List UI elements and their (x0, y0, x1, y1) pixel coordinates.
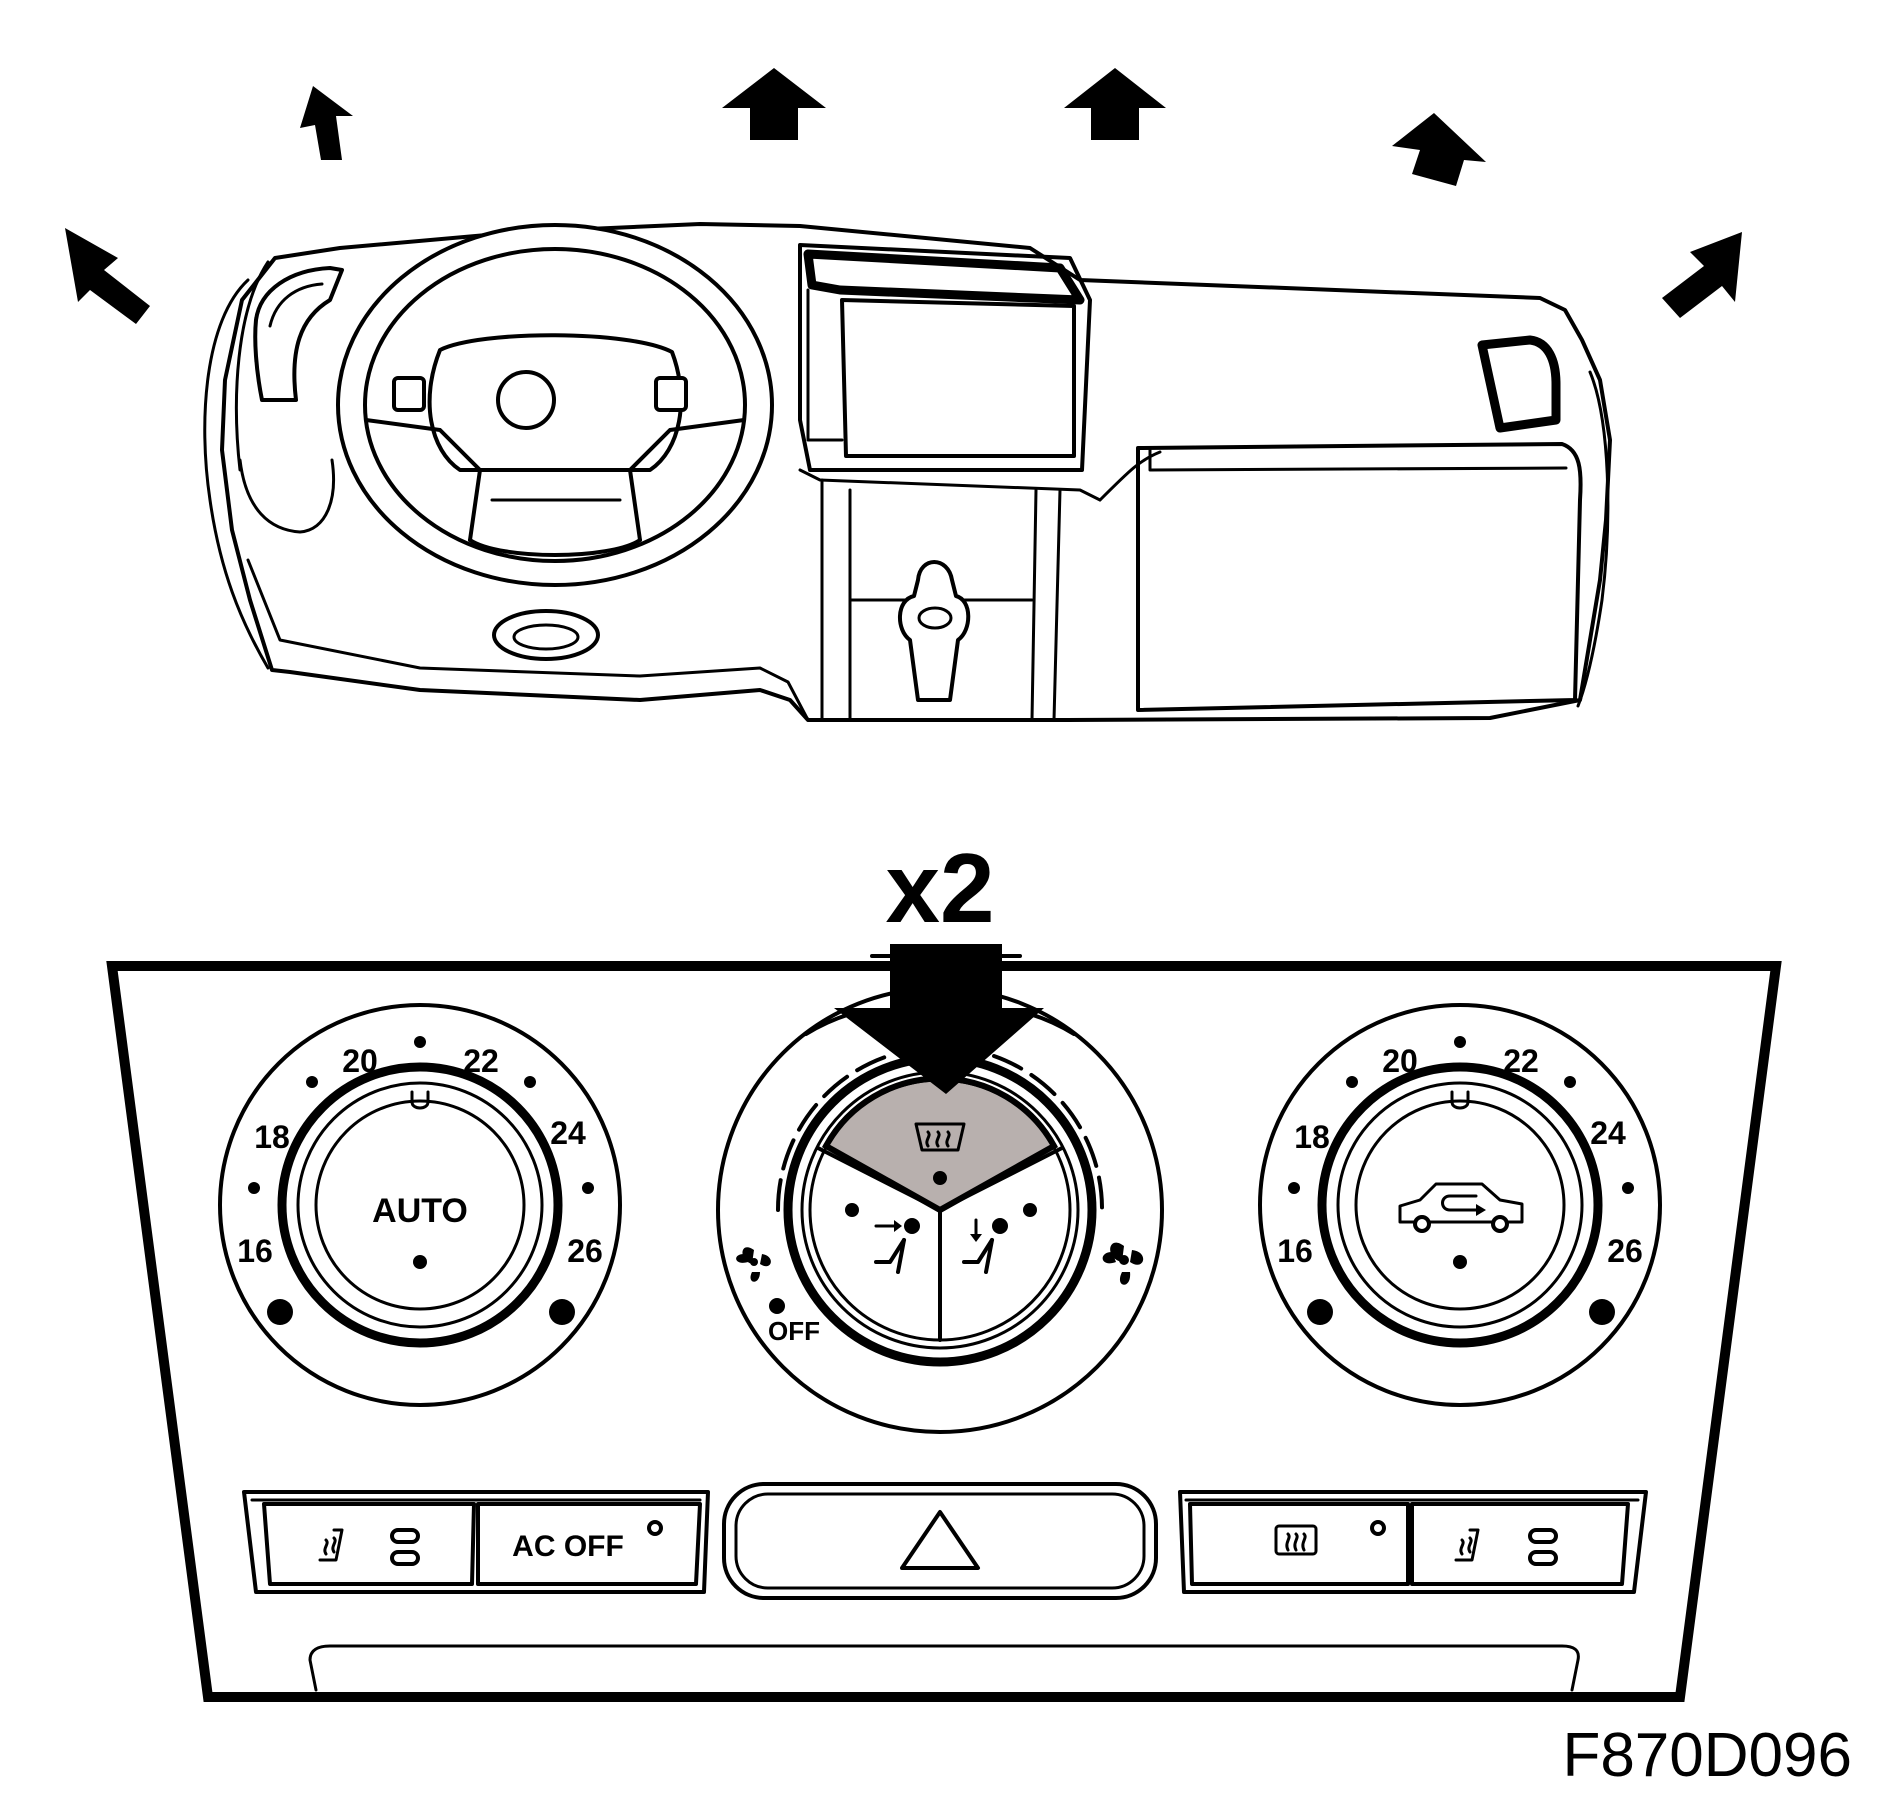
seat-heater-icon (1454, 1528, 1480, 1562)
scale-label-24: 24 (550, 1115, 586, 1151)
ac-off-indicator (647, 1520, 663, 1536)
left-dial-knob-label: AUTO (372, 1192, 468, 1230)
airflow-arrow-icon (1662, 232, 1742, 318)
steering-wheel (336, 223, 774, 661)
scale-label-22: 22 (463, 1043, 499, 1079)
dashboard-left-end-inner (234, 260, 270, 472)
right-side-vent (1477, 335, 1561, 433)
scale-label-26: 26 (567, 1233, 603, 1269)
airflow-arrow-icon (1392, 113, 1486, 186)
left-temperature-dial[interactable]: AUTO 16 18 20 22 24 26 (218, 1003, 622, 1407)
windshield-defrost-icon (914, 1122, 966, 1152)
center-display (803, 249, 1085, 305)
center-stack (798, 243, 1102, 722)
airflow-arrow-icon (1064, 68, 1166, 140)
fan-high-icon (1102, 1242, 1144, 1285)
ac-off-button[interactable]: AC OFF (476, 1502, 702, 1586)
scale-label-16: 16 (237, 1233, 273, 1269)
dashboard-left-end (203, 278, 270, 670)
left-knee-bolster (238, 458, 335, 534)
face-vent-segment[interactable] (845, 1203, 920, 1274)
scale-label-18: 18 (1294, 1119, 1330, 1155)
right-dial-min-marker (1307, 1299, 1333, 1325)
left-dial-max-marker (549, 1299, 575, 1325)
airflow-arrows (65, 68, 1742, 324)
scale-label-20: 20 (1382, 1043, 1418, 1079)
fan-off-indicator (769, 1298, 785, 1314)
scale-label-16: 16 (1277, 1233, 1313, 1269)
rear-defrost-indicator (1370, 1520, 1386, 1536)
scale-label-18: 18 (254, 1119, 290, 1155)
heater-level-indicator (390, 1528, 420, 1566)
seat-heater-right-button[interactable] (1410, 1502, 1630, 1586)
right-button-group (1178, 1490, 1648, 1594)
foot-vent-icon (962, 1218, 1008, 1274)
right-dial-center-dot (1453, 1255, 1467, 1269)
fan-off-label: OFF (768, 1316, 820, 1346)
dashboard-outline (220, 222, 1612, 722)
left-button-group: AC OFF (242, 1490, 710, 1594)
scale-label-22: 22 (1503, 1043, 1539, 1079)
panel-frame (106, 961, 1782, 1702)
glovebox (1136, 442, 1583, 712)
center-air-distribution-dial[interactable]: OFF (716, 986, 1164, 1434)
ignition-slot (492, 609, 600, 661)
foot-vent-segment[interactable] (962, 1203, 1037, 1274)
scale-label-20: 20 (342, 1043, 378, 1079)
gear-shifter (897, 560, 971, 702)
airflow-arrow-icon (65, 228, 150, 324)
ac-off-label: AC OFF (512, 1530, 624, 1563)
right-dial-knob-ring (1317, 1062, 1603, 1348)
press-arrow-icon (834, 944, 1044, 1094)
seat-heater-icon (318, 1528, 344, 1562)
left-side-vent-inner (268, 282, 324, 328)
right-dial-max-marker (1589, 1299, 1615, 1325)
hazard-button[interactable] (722, 1482, 1158, 1600)
seat-heater-left-button[interactable] (262, 1502, 476, 1586)
figure-code: F870D096 (1562, 1721, 1852, 1790)
face-vent-icon (874, 1218, 920, 1274)
left-dial-min-marker (267, 1299, 293, 1325)
rear-defrost-icon (1274, 1524, 1318, 1556)
left-dial-center-dot (413, 1255, 427, 1269)
airflow-arrow-icon (300, 86, 353, 160)
airflow-arrow-icon (722, 68, 826, 140)
recirculation-car-icon (1398, 1182, 1524, 1233)
scale-label-26: 26 (1607, 1233, 1643, 1269)
rear-defrost-button[interactable] (1188, 1502, 1410, 1586)
left-dial-knob-ring (277, 1062, 563, 1348)
hazard-triangle-icon (900, 1510, 980, 1570)
right-temperature-dial[interactable]: 16 18 20 22 24 26 (1258, 1003, 1662, 1407)
scale-label-24: 24 (1590, 1115, 1626, 1151)
left-side-vent (253, 266, 344, 402)
wheel-button-left (392, 376, 426, 412)
multiplier-label: x2 (885, 833, 994, 943)
dashboard-right-end (1576, 370, 1610, 708)
horn-center (496, 370, 556, 430)
dashboard-lower-edge (246, 558, 810, 722)
wheel-button-right (654, 376, 688, 412)
fan-low-icon (736, 1247, 771, 1282)
heater-level-indicator (1528, 1528, 1558, 1566)
climate-control-panel (106, 961, 1782, 1702)
passenger-side (1098, 335, 1610, 712)
